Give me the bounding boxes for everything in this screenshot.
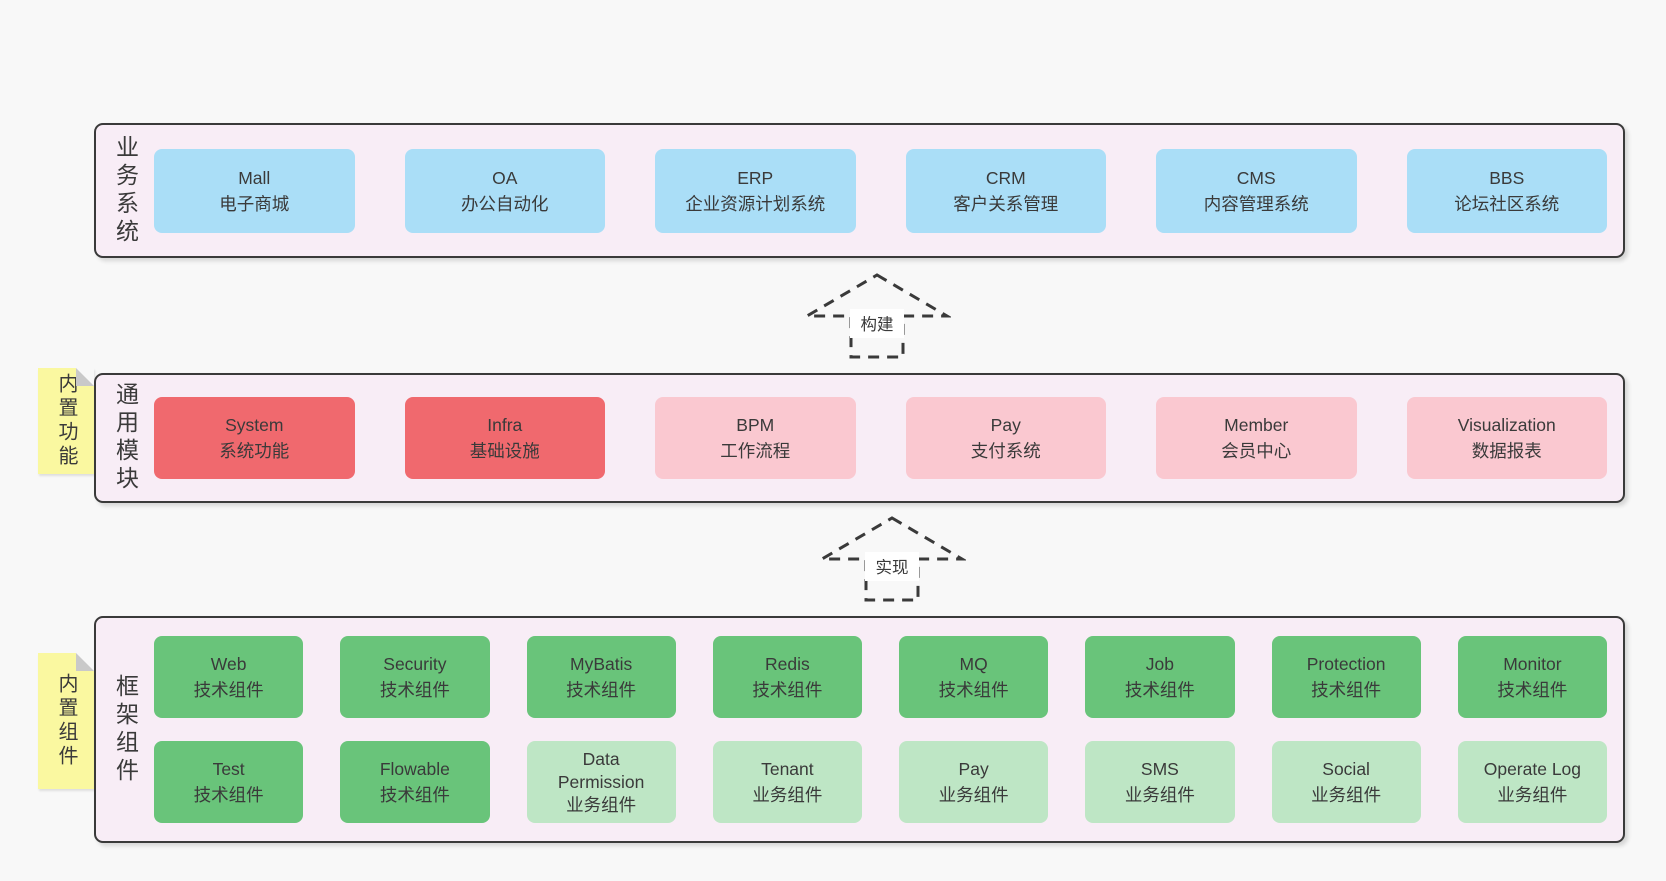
- layer-label-text: 框架组件: [112, 673, 139, 786]
- layer-label-modules: 通用模块: [96, 375, 154, 501]
- module-boxes: System 系统功能 Infra 基础设施 BPM 工作流程 Pay 支付系统…: [154, 375, 1623, 501]
- box-mall: Mall 电子商城: [154, 148, 355, 233]
- box-visualization: Visualization 数据报表: [1406, 397, 1607, 479]
- box-flowable: Flowable 技术组件: [340, 741, 490, 823]
- note-text: 内置组件: [55, 673, 77, 769]
- layer-common-modules: 通用模块 System 系统功能 Infra 基础设施 BPM 工作流程 Pay…: [94, 373, 1625, 503]
- box-pay-component: Pay 业务组件: [899, 741, 1049, 823]
- note-built-in-features: 内置功能: [38, 368, 94, 474]
- layer-business-systems: 业务系统 Mall 电子商城 OA 办公自动化 ERP 企业资源计划系统 CRM…: [94, 123, 1625, 258]
- arrow-implement-label: 实现: [876, 558, 909, 577]
- box-member: Member 会员中心: [1156, 397, 1357, 479]
- box-mybatis: MyBatis 技术组件: [526, 636, 676, 718]
- box-infra: Infra 基础设施: [404, 397, 605, 479]
- box-oa: OA 办公自动化: [404, 148, 605, 233]
- box-bbs: BBS 论坛社区系统: [1406, 148, 1607, 233]
- folded-corner-icon: [76, 368, 94, 386]
- arrow-build: 构建: [803, 272, 951, 360]
- box-social: Social 业务组件: [1271, 741, 1421, 823]
- box-data-permission: Data Permission 业务组件: [526, 741, 676, 823]
- box-system: System 系统功能: [154, 397, 355, 479]
- up-arrow-dashed-icon: 实现: [818, 516, 966, 602]
- folded-corner-icon: [76, 653, 94, 671]
- box-security: Security 技术组件: [340, 636, 490, 718]
- box-bpm: BPM 工作流程: [655, 397, 856, 479]
- box-operate-log: Operate Log 业务组件: [1457, 741, 1607, 823]
- box-sms: SMS 业务组件: [1085, 741, 1235, 823]
- layer-label-business: 业务系统: [96, 125, 154, 256]
- layer-label-text: 通用模块: [112, 382, 139, 494]
- box-job: Job 技术组件: [1085, 636, 1235, 718]
- arrow-build-label: 构建: [861, 315, 894, 334]
- layer-label-text: 业务系统: [112, 134, 139, 247]
- box-web: Web 技术组件: [154, 636, 304, 718]
- box-crm: CRM 客户关系管理: [905, 148, 1106, 233]
- box-erp: ERP 企业资源计划系统: [655, 148, 856, 233]
- component-boxes: Web 技术组件 Security 技术组件 MyBatis 技术组件 Redi…: [154, 618, 1623, 841]
- layer-label-components: 框架组件: [96, 618, 154, 841]
- box-cms: CMS 内容管理系统: [1156, 148, 1357, 233]
- layer-framework-components: 框架组件 Web 技术组件 Security 技术组件 MyBatis 技术组件…: [94, 616, 1625, 843]
- note-built-in-components: 内置组件: [38, 653, 94, 789]
- up-arrow-dashed-icon: 构建: [803, 273, 951, 359]
- business-boxes: Mall 电子商城 OA 办公自动化 ERP 企业资源计划系统 CRM 客户关系…: [154, 125, 1623, 256]
- box-monitor: Monitor 技术组件: [1457, 636, 1607, 718]
- box-pay-module: Pay 支付系统: [905, 397, 1106, 479]
- note-text: 内置功能: [55, 373, 77, 469]
- arrow-implement: 实现: [818, 515, 966, 603]
- box-mq: MQ 技术组件: [899, 636, 1049, 718]
- box-test: Test 技术组件: [154, 741, 304, 823]
- box-protection: Protection 技术组件: [1271, 636, 1421, 718]
- box-tenant: Tenant 业务组件: [712, 741, 862, 823]
- box-redis: Redis 技术组件: [712, 636, 862, 718]
